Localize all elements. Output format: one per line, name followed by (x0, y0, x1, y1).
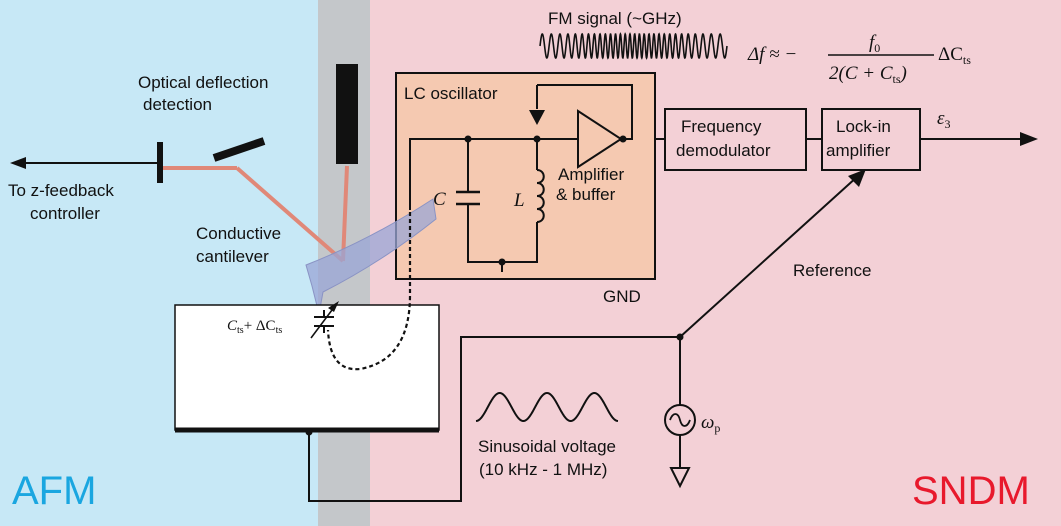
epsilon-output-label: ε3 (937, 108, 951, 131)
laser-source (336, 64, 358, 164)
variable-capacitor-arrow (310, 305, 336, 339)
feedback-label: To z-feedback (8, 181, 114, 200)
reference-wire (679, 175, 859, 338)
node-dot (305, 428, 313, 436)
variable-capacitor-arrowhead (328, 301, 339, 312)
node-dot (619, 135, 627, 143)
frequency-demodulator-label-2: demodulator (676, 141, 771, 160)
feedback-arrowhead (10, 157, 26, 169)
feedback-label-2: controller (30, 204, 100, 223)
conductive-cantilever (305, 198, 437, 315)
cts-label: Cts+ ΔCts (227, 318, 282, 336)
sample-block (174, 304, 440, 431)
lock-in-label-2: amplifier (826, 141, 891, 160)
amplifier-triangle (577, 109, 623, 169)
fm-signal-label: FM signal (~GHz) (548, 9, 682, 28)
dotted-connection (326, 212, 412, 371)
node-dot (676, 333, 684, 341)
fm-signal-waveform (539, 32, 728, 60)
frequency-shift-equation: Δf ≈ − f0 2(C + Cts) ΔCts (747, 32, 971, 86)
svg-text:f0: f0 (869, 32, 880, 55)
lc-oscillator-box (395, 72, 656, 280)
tap-arrowhead (529, 110, 545, 125)
amplifier-label: Amplifier (558, 165, 624, 184)
amplifier-label-2: & buffer (556, 185, 616, 204)
output-arrowhead (1020, 132, 1038, 146)
reference-arrowhead (848, 169, 866, 187)
svg-text:Δf ≈ −: Δf ≈ − (747, 44, 797, 65)
optical-deflection-label: Optical deflection (138, 73, 268, 92)
lock-in-amplifier-box (821, 108, 921, 171)
sinusoidal-waveform (475, 391, 619, 422)
laser-beam-3 (341, 165, 349, 262)
ac-source-symbol (669, 413, 691, 427)
laser-beam-2 (235, 166, 345, 263)
sinusoidal-label: Sinusoidal voltage (478, 437, 616, 456)
capacitor-symbol-label: C (433, 189, 446, 210)
sinusoidal-label-2: (10 kHz - 1 MHz) (479, 460, 607, 479)
afm-region (0, 0, 318, 526)
cantilever-label: Conductive (196, 224, 281, 243)
frequency-demodulator-box (664, 108, 807, 171)
node-dot (464, 135, 472, 143)
sndm-label: SNDM (912, 469, 1030, 513)
lock-in-label: Lock-in (836, 117, 891, 136)
cantilever-label-2: cantilever (196, 247, 269, 266)
reference-label: Reference (793, 261, 871, 280)
node-dot (498, 258, 506, 266)
gnd-label: GND (603, 287, 641, 306)
frequency-demodulator-label: Frequency (681, 117, 762, 136)
node-dot (533, 135, 541, 143)
ground-symbol (669, 467, 691, 489)
optical-deflection-label-2: detection (143, 95, 212, 114)
mirror (212, 137, 266, 162)
svg-text:2(C + Cts): 2(C + Cts) (829, 63, 907, 86)
lc-oscillator-label: LC oscillator (404, 84, 498, 103)
inductor-symbol-label: L (513, 190, 525, 211)
afm-label: AFM (12, 469, 96, 513)
svg-text:ΔCts: ΔCts (938, 44, 971, 67)
omega-label: ωp (701, 412, 720, 435)
bias-wires (308, 336, 681, 502)
inductor-coil (536, 169, 545, 223)
